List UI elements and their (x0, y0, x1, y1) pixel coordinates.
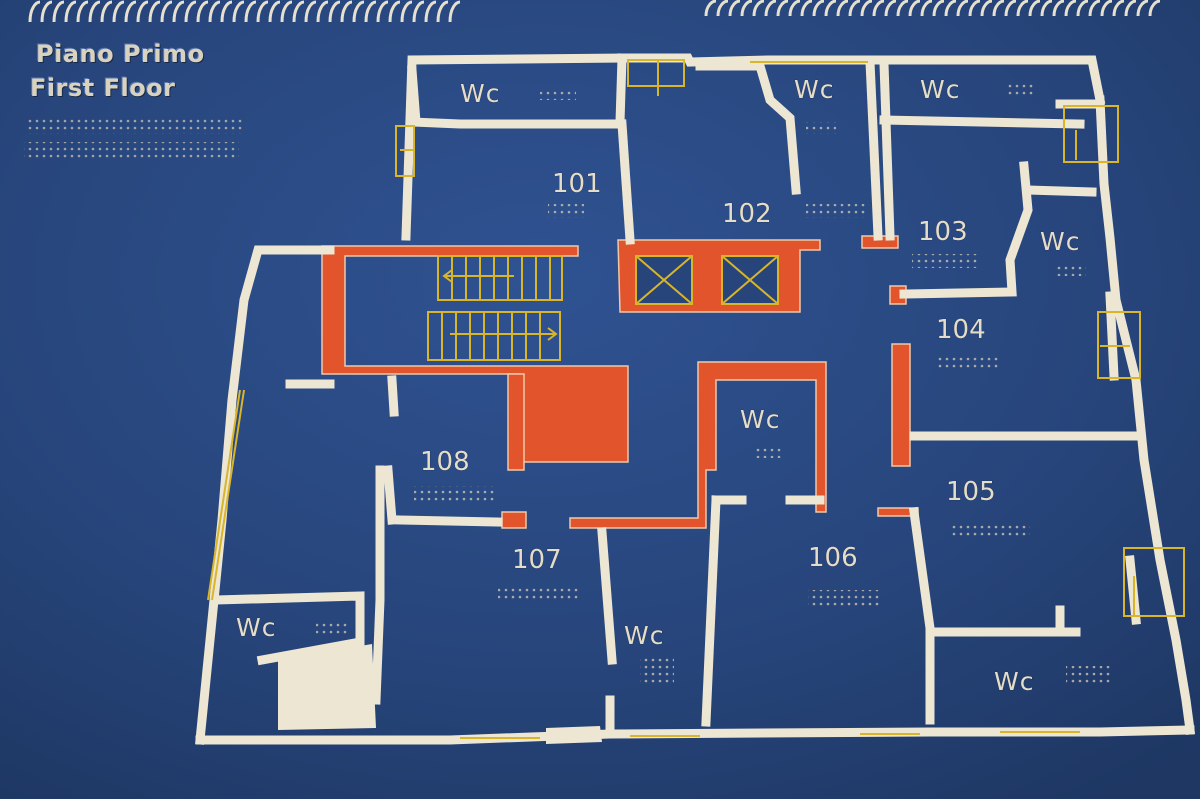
title-italian: Piano Primo (36, 40, 205, 68)
floor-walls (195, 53, 1196, 745)
wall-block (278, 644, 376, 730)
room-number: 103 (918, 217, 968, 247)
restroom-label: Wc (740, 405, 780, 434)
windows (207, 59, 1185, 739)
braille-dots (316, 84, 1110, 686)
restroom-label: Wc (624, 621, 664, 650)
restroom-label: Wc (1040, 227, 1080, 256)
room-number: 105 (946, 477, 996, 507)
staircase (427, 255, 563, 361)
restroom-label: Wc (236, 613, 276, 642)
title-braille (24, 116, 243, 160)
room-number: 107 (512, 545, 562, 575)
room-number: 101 (552, 169, 602, 199)
restroom-label: Wc (460, 79, 500, 108)
restroom-label: Wc (994, 667, 1034, 696)
wall-block (546, 726, 602, 744)
room-number: 106 (808, 543, 858, 573)
room-number: 102 (722, 199, 772, 229)
spiral-binding (28, 0, 1161, 23)
elevator-shafts (635, 255, 779, 305)
restroom-labels: Wc Wc Wc Wc Wc Wc Wc Wc (236, 75, 1080, 697)
title-english: First Floor (30, 74, 176, 102)
restroom-label: Wc (920, 75, 960, 104)
room-numbers: 101 102 103 104 105 106 107 108 (420, 169, 996, 576)
restroom-label: Wc (794, 75, 834, 104)
room-number: 108 (420, 447, 470, 477)
room-number: 104 (936, 315, 986, 345)
